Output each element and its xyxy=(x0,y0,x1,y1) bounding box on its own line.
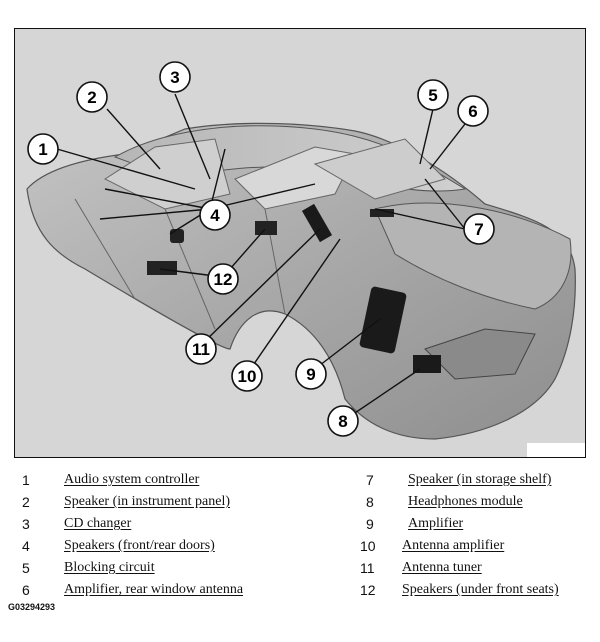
callout-2: 2 xyxy=(76,81,108,113)
svg-text:1: 1 xyxy=(38,140,47,159)
callout-12: 12 xyxy=(207,263,239,295)
callout-11: 11 xyxy=(185,333,217,365)
taillight xyxy=(424,328,536,380)
amplifier-block xyxy=(359,286,407,354)
callout-5: 5 xyxy=(417,79,449,111)
door-speaker-block xyxy=(170,229,184,243)
svg-text:3: 3 xyxy=(170,68,179,87)
svg-text:2: 2 xyxy=(87,88,96,107)
callout-1: 1 xyxy=(27,133,59,165)
callouts: 1 2 3 4 5 6 7 xyxy=(27,61,495,437)
vehicle-diagram: 1 2 3 4 5 6 7 xyxy=(14,28,586,458)
callout-8: 8 xyxy=(327,405,359,437)
svg-text:8: 8 xyxy=(338,412,347,431)
svg-text:7: 7 xyxy=(474,220,483,239)
figure-id: G03294293 xyxy=(8,602,56,612)
headphones-module-block xyxy=(413,355,441,373)
callout-7: 7 xyxy=(463,213,495,245)
shelf-speaker-block xyxy=(370,209,394,217)
front-seat-speaker-block xyxy=(147,261,177,275)
callout-4: 4 xyxy=(199,199,231,231)
front-windshield-opening xyxy=(103,138,231,210)
callout-10: 10 xyxy=(231,360,263,392)
callout-6: 6 xyxy=(457,95,489,127)
callout-9: 9 xyxy=(295,358,327,390)
svg-text:10: 10 xyxy=(238,367,257,386)
rear-window-opening xyxy=(313,138,446,200)
svg-text:4: 4 xyxy=(210,206,220,225)
svg-text:6: 6 xyxy=(468,102,477,121)
svg-text:5: 5 xyxy=(428,86,437,105)
trunk-lid xyxy=(374,202,572,310)
antenna-tuner-block xyxy=(301,203,333,243)
svg-text:11: 11 xyxy=(192,340,210,359)
svg-text:9: 9 xyxy=(306,365,315,384)
corner-tab xyxy=(527,443,585,457)
svg-text:12: 12 xyxy=(214,270,233,289)
rear-speaker-block xyxy=(255,221,277,235)
callout-3: 3 xyxy=(159,61,191,93)
vehicle-body-illustration: 1 2 3 4 5 6 7 xyxy=(26,61,585,457)
